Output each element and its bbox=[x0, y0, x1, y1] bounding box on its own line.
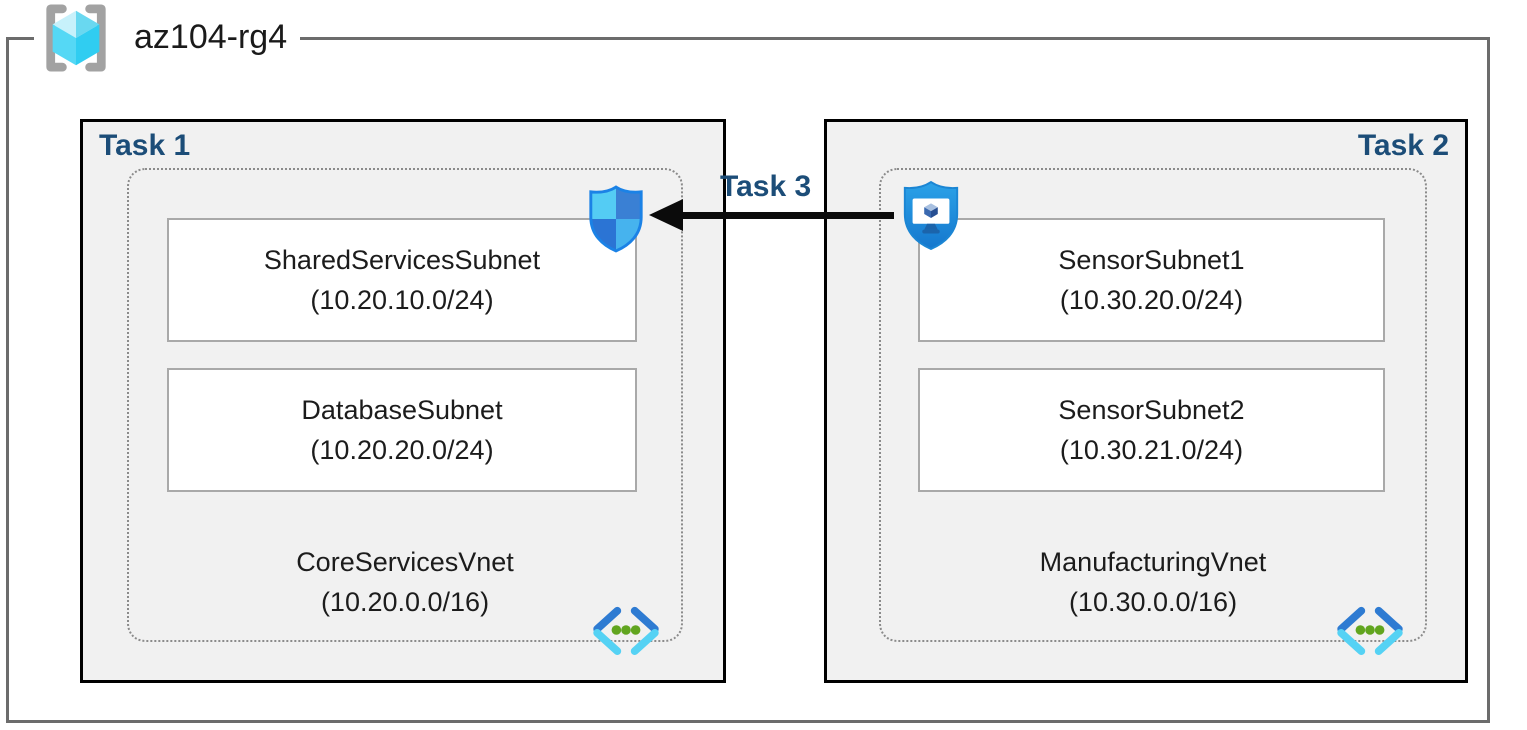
network-security-group-shield-icon bbox=[589, 185, 643, 253]
subnet-cidr: (10.30.21.0/24) bbox=[1059, 435, 1244, 465]
subnet-cidr: (10.20.20.0/24) bbox=[310, 435, 494, 465]
vnet-label-manufacturing: ManufacturingVnet (10.30.0.0/16) bbox=[881, 542, 1425, 622]
subnet-name: SensorSubnet1 bbox=[1058, 245, 1245, 275]
subnet-box-database: DatabaseSubnet (10.20.20.0/24) bbox=[167, 368, 637, 492]
subnet-box-sensor2: SensorSubnet2 (10.30.21.0/24) bbox=[918, 368, 1385, 492]
subnet-name: SensorSubnet2 bbox=[1058, 395, 1245, 425]
subnet-cidr: (10.30.20.0/24) bbox=[1059, 285, 1244, 315]
task2-label: Task 2 bbox=[1357, 129, 1449, 162]
subnet-cidr: (10.20.10.0/24) bbox=[310, 285, 494, 315]
resource-group-icon bbox=[46, 4, 106, 72]
subnet-name: DatabaseSubnet bbox=[301, 395, 503, 425]
vnet-label-coreservices: CoreServicesVnet (10.20.0.0/16) bbox=[129, 542, 681, 622]
task1-label: Task 1 bbox=[99, 129, 191, 162]
subnet-box-sensor1: SensorSubnet1 (10.30.20.0/24) bbox=[918, 218, 1385, 342]
task1-vnet-boundary: SharedServicesSubnet (10.20.10.0/24) Dat… bbox=[127, 168, 683, 655]
resource-group-frame bbox=[6, 37, 1490, 723]
task1-group-box: Task 1 SharedServicesSubnet (10.20.10.0/… bbox=[80, 119, 726, 683]
task2-group-box: Task 2 SensorSubnet1 (10.30.20.0/24) Sen… bbox=[824, 119, 1468, 683]
vnet-name-text: CoreServicesVnet bbox=[296, 547, 514, 577]
task3-arrow-head-icon bbox=[649, 199, 683, 231]
virtual-network-icon bbox=[1337, 606, 1403, 655]
task3-arrow-shaft bbox=[680, 212, 894, 219]
task3-label: Task 3 bbox=[720, 170, 812, 203]
subnet-name: SharedServicesSubnet bbox=[263, 245, 541, 275]
vnet-name-text: ManufacturingVnet bbox=[1039, 547, 1267, 577]
task2-vnet-boundary: SensorSubnet1 (10.30.20.0/24) SensorSubn… bbox=[879, 168, 1427, 655]
subnet-box-sharedservices: SharedServicesSubnet (10.20.10.0/24) bbox=[167, 218, 637, 342]
vnet-cidr-text: (10.20.0.0/16) bbox=[320, 587, 490, 617]
vnet-cidr-text: (10.30.0.0/16) bbox=[1068, 587, 1238, 617]
resource-group-title: az104-rg4 bbox=[134, 18, 288, 56]
virtual-network-icon bbox=[593, 606, 659, 655]
application-security-group-shield-icon bbox=[903, 180, 959, 251]
